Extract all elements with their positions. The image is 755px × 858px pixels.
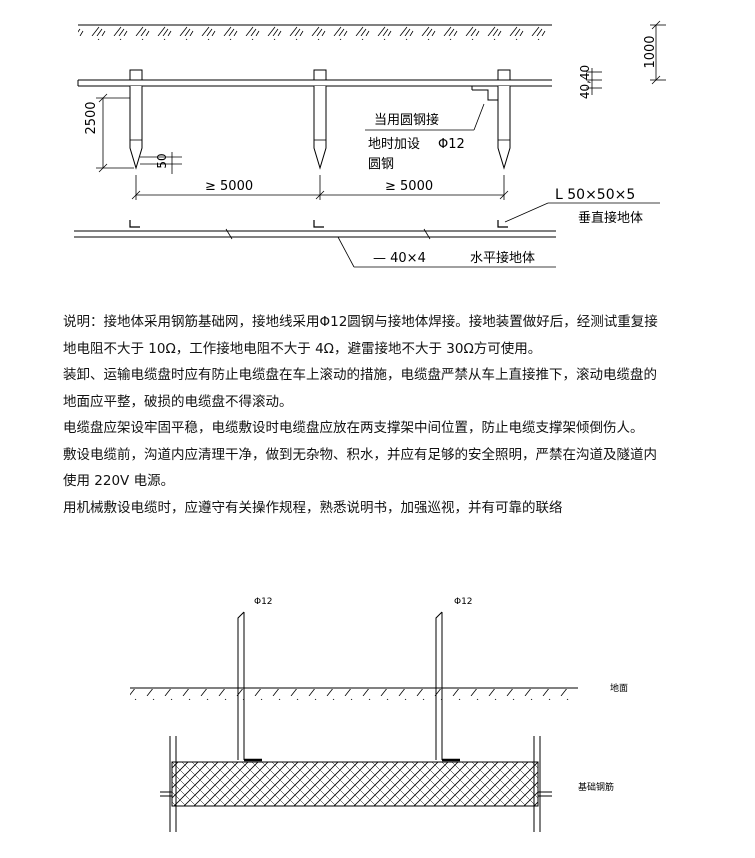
vertical-earth-rod <box>129 69 143 170</box>
notes-text-block: 说明：接地体采用钢筋基础网，接地线采用Φ12圆钢与接地体焊接。接地装置做好后，经… <box>63 309 663 521</box>
angle-spec: L 50×50×5 <box>555 187 635 203</box>
angle-steel-callout: L 50×50×5 垂直接地体 <box>504 187 660 226</box>
rebar-label: 基础钢筋 <box>578 781 614 793</box>
dim-50-label: 50 <box>155 153 169 168</box>
ground-line <box>130 687 578 700</box>
vertical-earth-rod <box>313 69 327 170</box>
rod-label-1: Φ12 <box>254 597 273 607</box>
spacing-2-label: ≥ 5000 <box>385 179 433 194</box>
note-paragraph: 敷设电缆前，沟道内应清理干净，做到无杂物、积水，并应有足够的安全照明，严禁在沟道… <box>63 446 657 490</box>
dimension-40-40: 40,40 <box>578 65 602 99</box>
vertical-earth-rod <box>497 69 511 170</box>
note-paragraph: 用机械敷设电缆时，应遵守有关操作规程，熟悉说明书，加强巡视，并有可靠的联络 <box>63 499 563 516</box>
dim-2500-label: 2500 <box>84 101 99 134</box>
spacing-1-label: ≥ 5000 <box>205 179 253 194</box>
horizontal-conductor-upper <box>77 79 552 87</box>
note-line3: 圆钢 <box>368 157 394 172</box>
spacing-dimension: ≥ 5000 ≥ 5000 <box>131 175 509 200</box>
grounding-rod-left <box>237 611 262 762</box>
rod-label-2: Φ12 <box>454 597 473 607</box>
horizontal-conductor-lower <box>74 220 556 240</box>
note-paragraph: 说明：接地体采用钢筋基础网，接地线采用Φ12圆钢与接地体焊接。接地装置做好后，经… <box>63 314 658 357</box>
flat-steel-callout: — 40×4 水平接地体 <box>337 236 556 268</box>
foundation-rebar-mesh <box>160 761 552 807</box>
note-line1: 当用圆钢接 <box>374 112 439 128</box>
grounding-elevation-drawing: 1000 40,40 2500 50 当用圆钢接 地时加设 Φ12 圆钢 <box>74 20 666 268</box>
grounding-rod-right <box>435 611 460 762</box>
dimension-2500: 2500 <box>84 93 134 173</box>
note-paragraph: 装卸、运输电缆盘时应有防止电缆盘在车上滚动的措施，电缆盘严禁从车上直接推下，滚动… <box>63 367 657 410</box>
note-line2: 地时加设 <box>368 137 420 152</box>
flat-spec: — 40×4 <box>373 251 426 266</box>
round-steel-note: 当用圆钢接 地时加设 Φ12 圆钢 <box>365 103 485 172</box>
dimension-1000: 1000 <box>643 20 666 85</box>
foundation-walls <box>169 736 541 832</box>
note-paragraph: 电缆盘应架设牢固平稳，电缆敷设时电缆盘应放在两支撑架中间位置，防止电缆支撑架倾倒… <box>63 420 644 436</box>
dimension-50: 50 <box>140 152 182 174</box>
angle-label: 垂直接地体 <box>578 210 643 226</box>
note-phi: Φ12 <box>438 137 465 152</box>
dim-1000-label: 1000 <box>643 35 658 68</box>
dim-40-40-label: 40,40 <box>578 65 592 99</box>
flat-label: 水平接地体 <box>470 250 535 266</box>
ground-label: 地面 <box>610 682 628 694</box>
ground-surface <box>78 24 552 40</box>
round-steel-connection <box>471 86 498 101</box>
